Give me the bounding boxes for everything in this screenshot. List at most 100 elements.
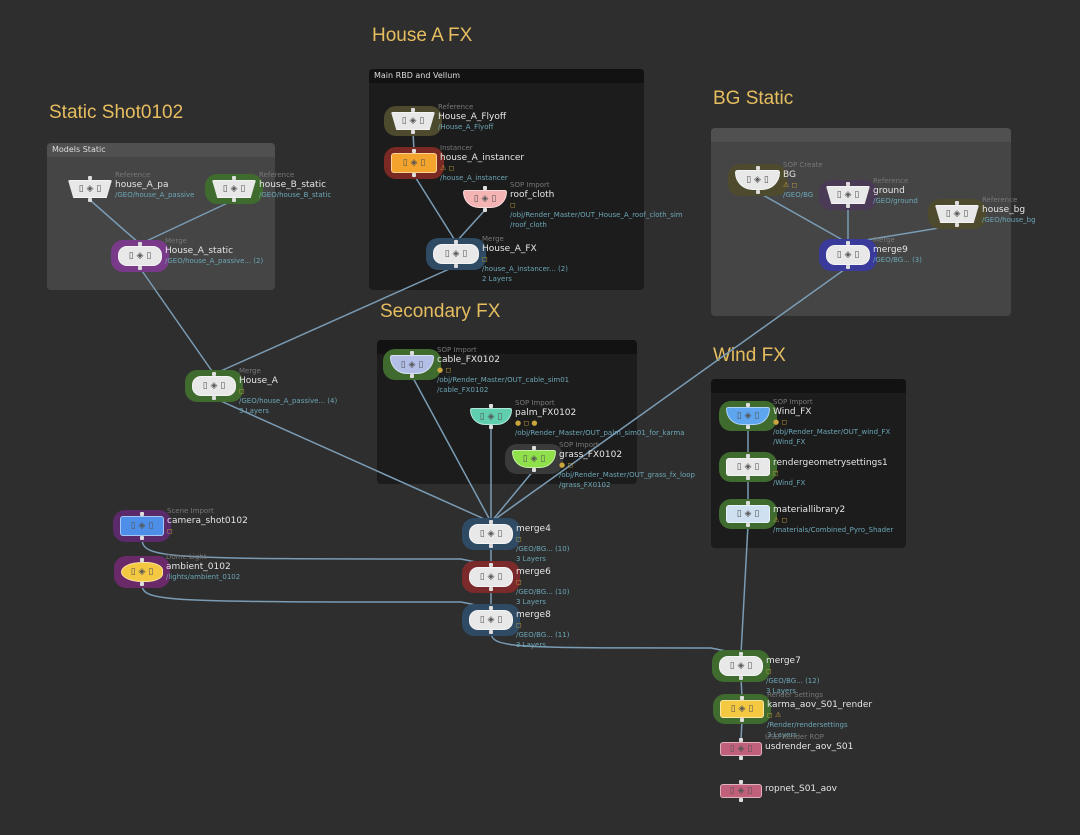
port-input[interactable] <box>489 606 493 610</box>
port-input[interactable] <box>138 242 142 246</box>
port-output[interactable] <box>532 468 536 472</box>
node-icon[interactable]: ▯ ◈ ▯ <box>826 186 870 204</box>
node-icon[interactable]: ▯ ◈ ▯ <box>469 567 513 587</box>
wire-materiallibrary2-to-merge7[interactable] <box>740 524 749 655</box>
node-icon[interactable]: ▯ ◈ ▯ <box>469 610 513 630</box>
port-output[interactable] <box>232 198 236 202</box>
port-output[interactable] <box>739 676 743 680</box>
port-output[interactable] <box>846 265 850 269</box>
node-icon[interactable]: ▯ ◈ ▯ <box>720 700 764 718</box>
wire-BG-to-merge9[interactable] <box>757 191 849 244</box>
node-name[interactable]: ropnet_S01_aov <box>765 784 838 794</box>
port-output[interactable] <box>212 396 216 400</box>
node-name[interactable]: karma_aov_S01_render <box>767 700 873 710</box>
node-icon[interactable]: ▯ ◈ ▯ <box>391 153 437 173</box>
node-icon[interactable]: ▯ ◈ ▯ <box>726 458 770 476</box>
wire-merge9-to-merge4[interactable] <box>490 266 849 523</box>
port-output[interactable] <box>140 582 144 586</box>
port-output[interactable] <box>454 264 458 268</box>
port-output[interactable] <box>412 173 416 177</box>
node-icon[interactable]: ▯ ◈ ▯ <box>391 112 435 130</box>
port-input[interactable] <box>739 780 743 784</box>
wire-House_A_static-to-House_A[interactable] <box>139 267 215 375</box>
wire-cable_FX0102-to-merge4[interactable] <box>411 375 492 523</box>
node-name[interactable]: camera_shot0102 <box>167 516 248 526</box>
port-output[interactable] <box>740 718 744 722</box>
port-output[interactable] <box>489 587 493 591</box>
wire-merge8-to-merge7[interactable] <box>490 631 742 655</box>
node-icon[interactable]: ▯ ◈ ▯ <box>826 245 870 265</box>
port-input[interactable] <box>140 558 144 562</box>
wire-house_A_instancer-to-House_A_FX[interactable] <box>413 174 457 243</box>
node-name[interactable]: house_B_static <box>259 180 327 190</box>
port-output[interactable] <box>489 425 493 429</box>
port-input[interactable] <box>532 446 536 450</box>
node-name[interactable]: merge9 <box>873 245 908 255</box>
wire-House_A-to-merge4[interactable] <box>213 397 492 523</box>
node-name[interactable]: rendergeometrysettings1 <box>773 458 888 468</box>
port-output[interactable] <box>483 208 487 212</box>
port-input[interactable] <box>88 176 92 180</box>
port-input[interactable] <box>739 652 743 656</box>
node-icon[interactable]: ▯ ◈ ▯ <box>720 784 762 798</box>
port-input[interactable] <box>489 404 493 408</box>
node-name[interactable]: ground <box>873 186 905 196</box>
node-name[interactable]: House_A <box>239 376 278 386</box>
port-output[interactable] <box>955 223 959 227</box>
node-name[interactable]: merge7 <box>766 656 801 666</box>
port-output[interactable] <box>411 130 415 134</box>
node-name[interactable]: materiallibrary2 <box>773 505 846 515</box>
port-input[interactable] <box>483 186 487 190</box>
port-output[interactable] <box>138 266 142 270</box>
port-input[interactable] <box>846 241 850 245</box>
port-input[interactable] <box>846 182 850 186</box>
node-name[interactable]: roof_cloth <box>510 190 555 200</box>
port-input[interactable] <box>232 176 236 180</box>
node-name[interactable]: palm_FX0102 <box>515 408 577 418</box>
port-input[interactable] <box>140 512 144 516</box>
port-output[interactable] <box>489 544 493 548</box>
port-input[interactable] <box>746 454 750 458</box>
port-output[interactable] <box>140 536 144 540</box>
node-name[interactable]: merge8 <box>516 610 551 620</box>
node-name[interactable]: house_A_pa <box>115 180 169 190</box>
node-icon[interactable]: ▯ ◈ ▯ <box>120 516 164 536</box>
node-icon[interactable]: ▯ ◈ ▯ <box>121 562 163 582</box>
node-name[interactable]: house_A_instancer <box>440 153 525 163</box>
port-output[interactable] <box>746 425 750 429</box>
wire-grass_FX0102-to-merge4[interactable] <box>490 469 535 523</box>
node-name[interactable]: house_bg <box>982 205 1026 215</box>
port-output[interactable] <box>746 523 750 527</box>
node-icon[interactable]: ▯ ◈ ▯ <box>192 376 236 396</box>
node-name[interactable]: Wind_FX <box>773 407 812 417</box>
wire-roof_cloth-to-House_A_FX[interactable] <box>455 209 486 243</box>
node-name[interactable]: merge4 <box>516 524 551 534</box>
wire-House_A_FX-to-House_A[interactable] <box>213 265 457 375</box>
node-name[interactable]: cable_FX0102 <box>437 355 500 365</box>
node-icon[interactable]: ▯ ◈ ▯ <box>935 205 979 223</box>
node-name[interactable]: merge6 <box>516 567 551 577</box>
port-output[interactable] <box>846 204 850 208</box>
wire-camera_shot0102-to-merge6[interactable] <box>141 537 492 566</box>
node-icon[interactable]: ▯ ◈ ▯ <box>726 505 770 523</box>
node-name[interactable]: House_A_static <box>165 246 234 256</box>
port-input[interactable] <box>489 520 493 524</box>
node-icon[interactable]: ▯ ◈ ▯ <box>118 246 162 266</box>
node-icon[interactable]: ▯ ◈ ▯ <box>68 180 112 198</box>
node-icon[interactable]: ▯ ◈ ▯ <box>719 656 763 676</box>
port-input[interactable] <box>410 351 414 355</box>
port-input[interactable] <box>412 149 416 153</box>
node-name[interactable]: House_A_Flyoff <box>438 112 507 122</box>
netbox-main-rbd-vellum[interactable]: Main RBD and Vellum <box>369 69 644 290</box>
node-icon[interactable]: ▯ ◈ ▯ <box>212 180 256 198</box>
port-input[interactable] <box>212 372 216 376</box>
port-input[interactable] <box>489 563 493 567</box>
port-input[interactable] <box>411 108 415 112</box>
port-input[interactable] <box>955 201 959 205</box>
node-icon[interactable]: ▯ ◈ ▯ <box>720 742 762 756</box>
port-output[interactable] <box>410 374 414 378</box>
node-name[interactable]: House_A_FX <box>482 244 537 254</box>
port-input[interactable] <box>746 501 750 505</box>
port-output[interactable] <box>489 630 493 634</box>
node-name[interactable]: BG <box>783 170 796 180</box>
